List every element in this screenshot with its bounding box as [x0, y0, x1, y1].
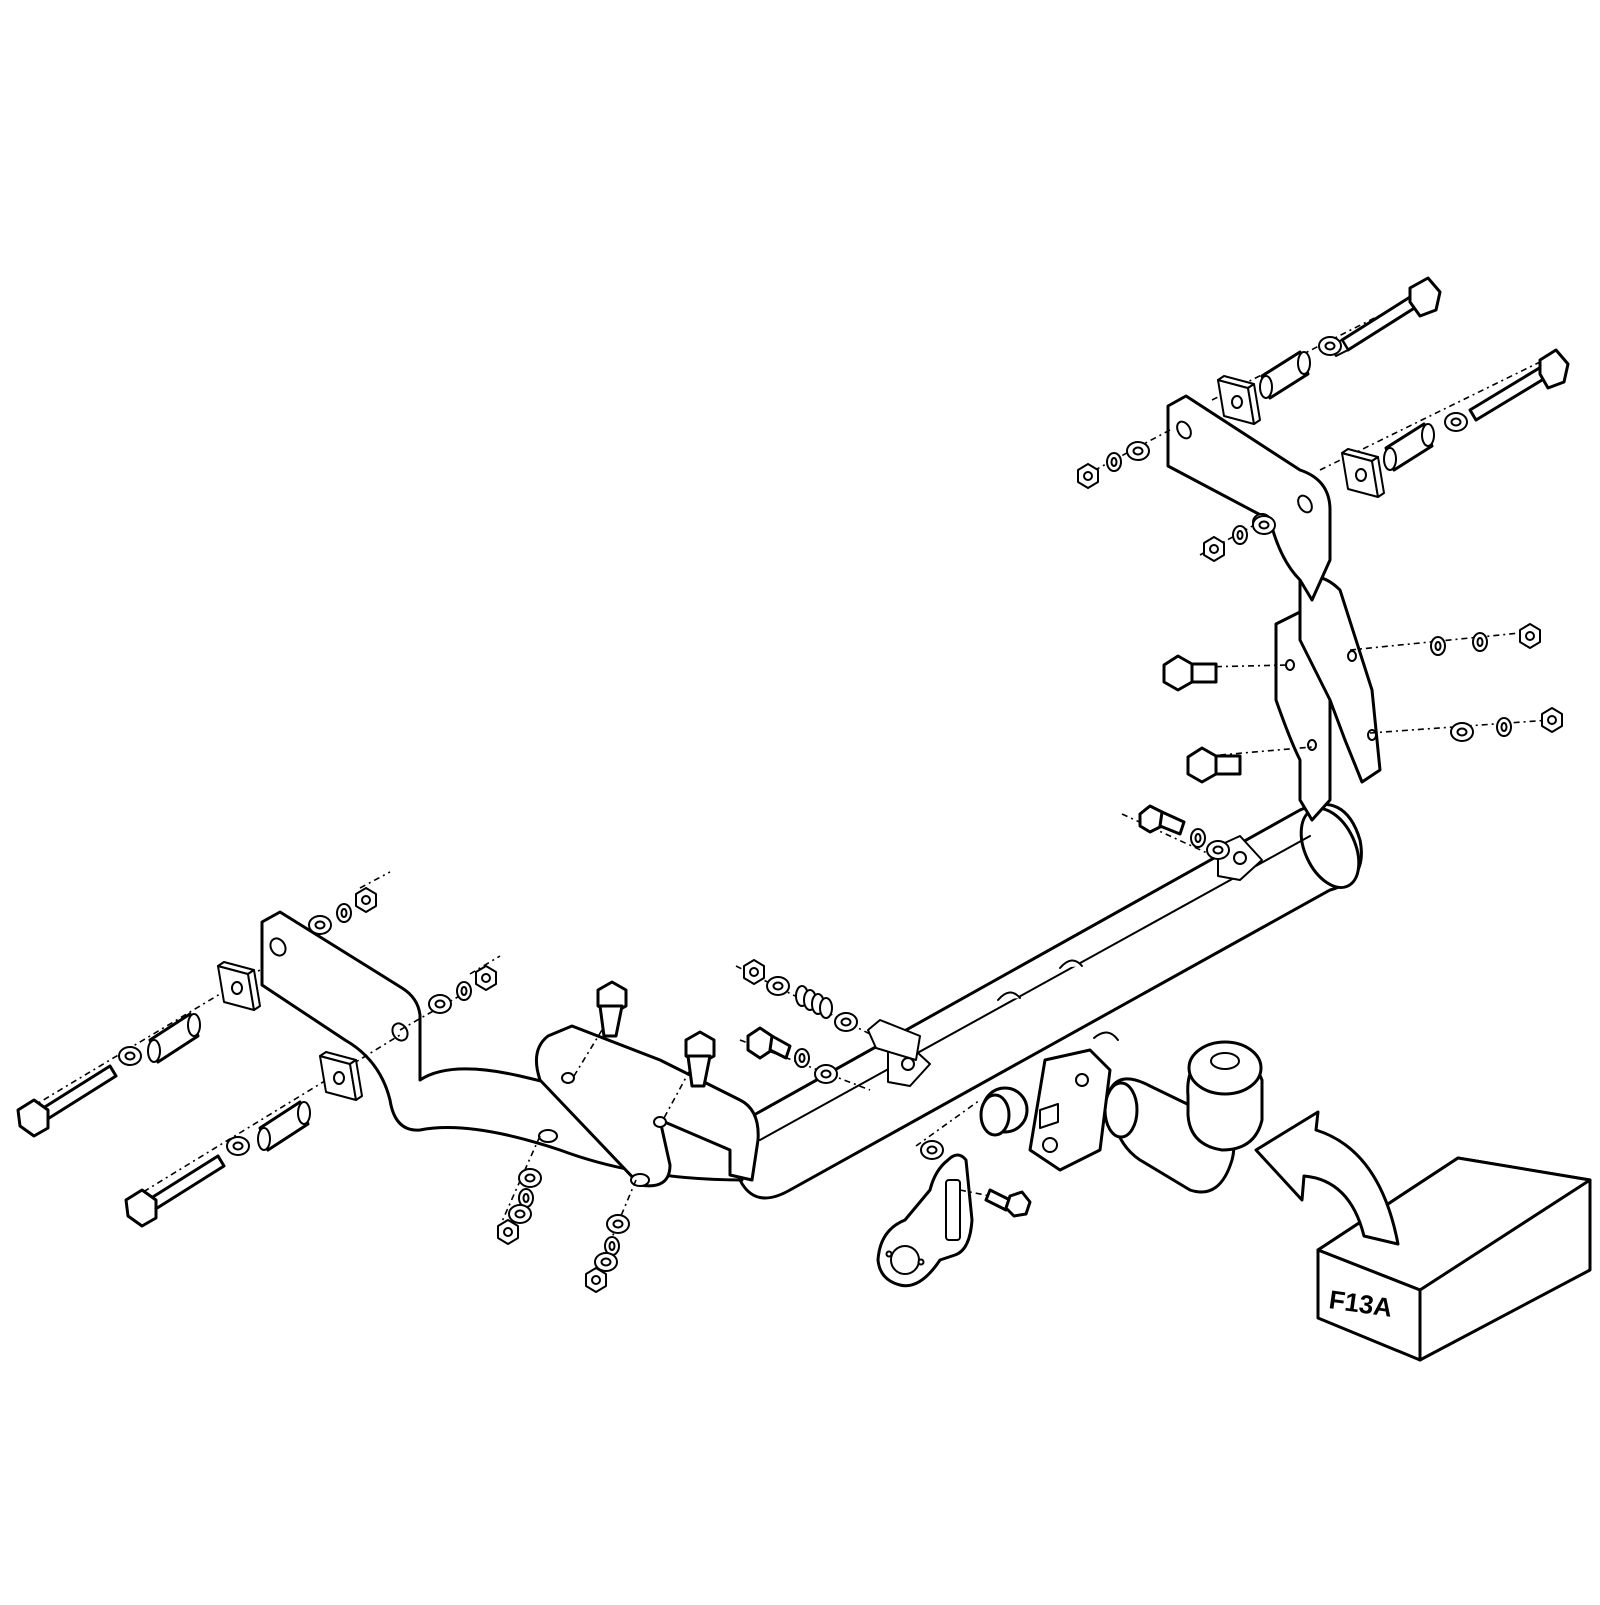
- main-crossbar: [734, 802, 1363, 1200]
- sleeve-upper: [1259, 350, 1311, 400]
- socket-plate: [876, 1153, 974, 1288]
- bolt-vertical-left: [596, 980, 628, 1038]
- bolt-short-lower: [1186, 746, 1242, 784]
- sleeve-lower: [1383, 422, 1435, 472]
- bolt-long-lower: [1468, 348, 1570, 422]
- bolt-short-upper: [1162, 654, 1218, 692]
- bolt-vertical-right: [684, 1030, 716, 1088]
- right-side-arm: [1274, 575, 1382, 822]
- right-top-bracket: [1166, 394, 1332, 602]
- sleeve-left-lower: [257, 1100, 311, 1152]
- bolt-socket: [984, 1188, 1032, 1218]
- left-side-bracket: [260, 910, 752, 1182]
- crossbar-spacer: [867, 1019, 921, 1061]
- bolt-center: [746, 1026, 792, 1060]
- curved-arrow-icon: [1254, 1110, 1400, 1246]
- spring-coil: [795, 985, 833, 1019]
- tow-ball-assembly: [979, 1040, 1264, 1194]
- bolt-left-upper: [16, 1064, 118, 1138]
- left-mounting-plate: [534, 1024, 760, 1188]
- bolt-left-lower: [124, 1154, 226, 1228]
- sleeve-left-upper: [147, 1012, 201, 1064]
- bolt-lug: [1138, 804, 1186, 836]
- bolt-long-upper: [1329, 276, 1442, 357]
